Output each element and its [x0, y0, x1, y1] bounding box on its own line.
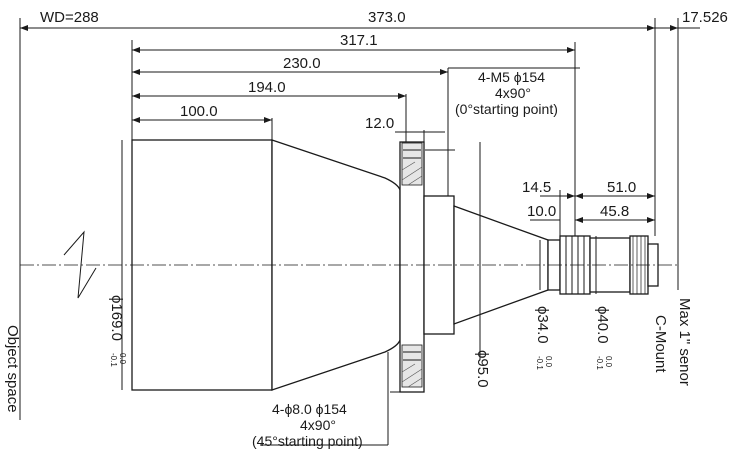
dim-14-5: 14.5 — [522, 179, 551, 196]
dim-sensor-offset: 17.526 — [682, 9, 728, 26]
dim-wd: WD=288 — [40, 9, 99, 26]
note-bottom-line1: 4-ϕ8.0 ϕ154 — [272, 401, 347, 417]
dim-dia-40-tol-up: 0.0 — [604, 356, 613, 368]
note-top-line3: (0°starting point) — [455, 101, 558, 117]
dim-dia-34: ϕ34.0 — [534, 306, 551, 344]
note-bottom-line3: (45°starting point) — [252, 433, 363, 449]
dim-dia-40-tol-low: -0.1 — [595, 356, 604, 370]
label-c-mount: C-Mount — [652, 315, 669, 373]
note-top-line2: 4x90° — [495, 85, 531, 101]
dim-dia-169-tol-low: -0.1 — [109, 353, 118, 367]
label-sensor: Max 1" senor — [676, 298, 693, 386]
break-mark — [63, 230, 97, 299]
dim-total: 373.0 — [368, 9, 406, 26]
note-bottom-line2: 4x90° — [300, 417, 336, 433]
sensor-group: Max 1" senor — [676, 298, 693, 386]
dim-dia-34-tol-low: -0.1 — [535, 356, 544, 370]
dim-230: 230.0 — [283, 55, 321, 72]
dim-317: 317.1 — [340, 32, 378, 49]
arrowheads — [20, 25, 678, 223]
c-mount-group: C-Mount — [652, 315, 669, 373]
dim-194: 194.0 — [248, 79, 286, 96]
dia-34-group: ϕ34.0 0.0 -0.1 — [534, 306, 553, 370]
dim-10: 10.0 — [527, 203, 556, 220]
extension-lines — [19, 18, 679, 420]
dim-12: 12.0 — [365, 115, 394, 132]
object-space-group: Object space — [4, 325, 21, 413]
leader-lines — [260, 67, 580, 446]
label-object-space: Object space — [4, 325, 21, 413]
dim-dia-169-tol-up: 0.0 — [118, 353, 127, 365]
dia-40-group: ϕ40.0 0.0 -0.1 — [594, 306, 613, 370]
note-top-line1: 4-M5 ϕ154 — [478, 69, 545, 85]
dim-dia-40: ϕ40.0 — [594, 306, 611, 344]
dim-dia-95: ϕ95.0 — [474, 350, 491, 388]
dim-dia-34-tol-up: 0.0 — [544, 356, 553, 368]
dim-100: 100.0 — [180, 103, 218, 120]
dimension-lines — [20, 27, 700, 221]
dim-51: 51.0 — [607, 179, 636, 196]
dia-95-group: ϕ95.0 — [474, 350, 491, 388]
dim-45-8: 45.8 — [600, 203, 629, 220]
dia-169-group: ϕ169.0 0.0 -0.1 — [108, 295, 127, 367]
diameter-lines — [121, 140, 597, 393]
lens-body — [131, 139, 659, 393]
dim-dia-169: ϕ169.0 — [108, 295, 125, 341]
